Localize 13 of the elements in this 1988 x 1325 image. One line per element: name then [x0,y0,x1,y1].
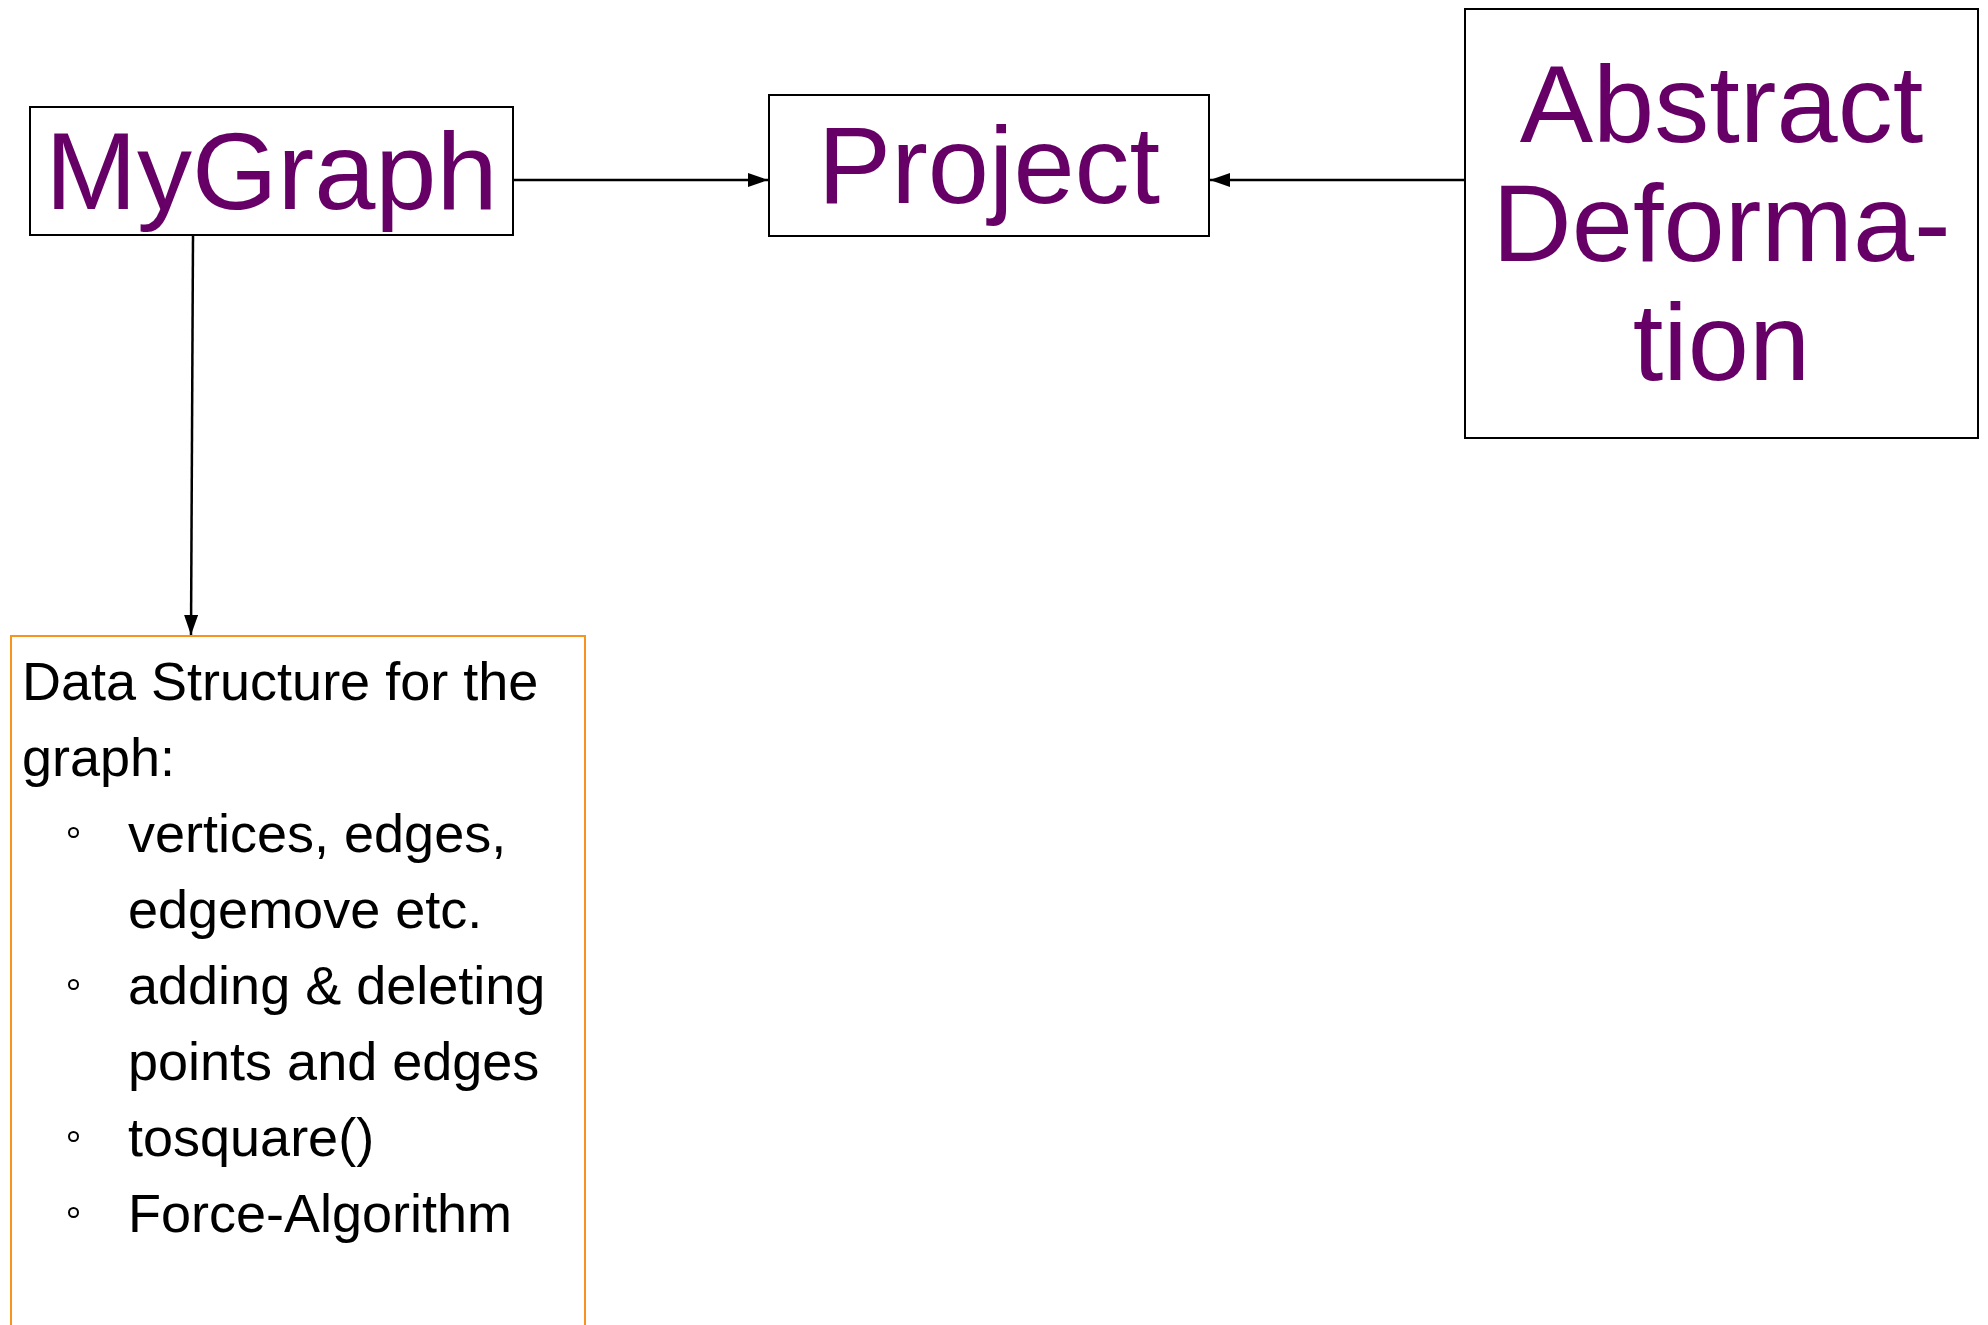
note-box [10,635,586,1325]
list-item: vertices, edges, edgemove etc. [128,803,507,939]
arrow [184,236,199,635]
class-name: Project [817,106,1161,225]
class-box [768,94,1210,237]
class-box [1464,8,1979,439]
class-name: MyGraph [45,111,498,231]
class-name: Abstract Deforma-tion [1491,45,1952,402]
arrow [514,173,768,187]
list-item: Force-Algorithm [128,1183,513,1243]
list-item: tosquare() [128,1107,375,1167]
arrow [1210,173,1464,187]
note-heading: Data Structure for the graph: [22,650,540,789]
